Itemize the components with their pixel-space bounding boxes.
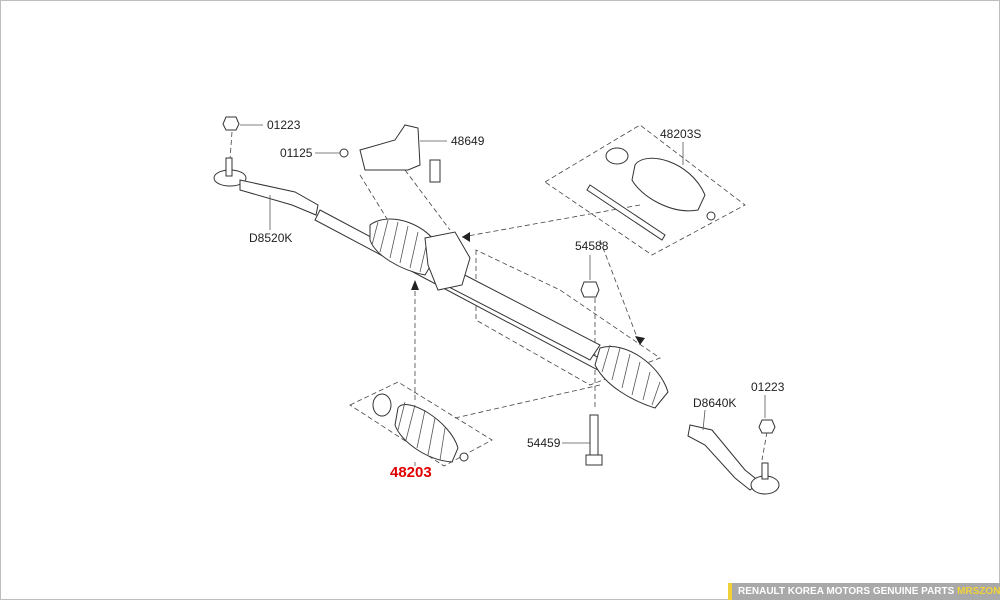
dashed-guide bbox=[461, 204, 641, 238]
label-boot-kit-right[interactable]: 48203S bbox=[660, 127, 701, 141]
nut-right bbox=[758, 419, 776, 434]
arrow-head bbox=[635, 336, 645, 345]
dashed-guide bbox=[359, 174, 401, 241]
tie-rod-end-left bbox=[213, 157, 319, 216]
footer-banner: RENAULT KOREA MOTORS GENUINE PARTS MRSZO… bbox=[728, 583, 1000, 600]
dashed-guide bbox=[229, 131, 233, 161]
label-nut-right[interactable]: 01223 bbox=[751, 380, 785, 394]
boot-kit-right-group bbox=[544, 124, 746, 256]
label-mount-nut[interactable]: 54588 bbox=[575, 239, 609, 253]
rack-boot-left bbox=[369, 218, 441, 276]
footer-text: RENAULT KOREA MOTORS GENUINE PARTS bbox=[738, 586, 955, 597]
footer-brand: MRSZONE bbox=[957, 586, 1000, 597]
label-small-bolt[interactable]: 01125 bbox=[280, 146, 313, 160]
nut-left bbox=[222, 116, 240, 131]
dashed-guide bbox=[761, 431, 768, 461]
dashed-guide bbox=[454, 384, 601, 419]
label-tie-rod-end-right[interactable]: D8640K bbox=[693, 396, 736, 410]
label-nut-left[interactable]: 01223 bbox=[267, 118, 301, 132]
boot-kit-right-parts bbox=[586, 147, 716, 241]
boot-kit-left-parts bbox=[372, 393, 469, 463]
pinion-shaft bbox=[429, 159, 441, 183]
rack-boot-right bbox=[594, 344, 669, 409]
dashed-guide bbox=[599, 239, 641, 346]
rack-mount-group bbox=[475, 249, 661, 386]
label-mount-bolt[interactable]: 54459 bbox=[527, 436, 561, 450]
label-boot-kit-left[interactable]: 48203 bbox=[390, 464, 432, 481]
tie-rod-end-right bbox=[687, 424, 780, 495]
dashed-guide bbox=[404, 169, 451, 231]
mount-nut bbox=[580, 281, 600, 298]
small-bolt bbox=[339, 148, 349, 158]
pinion-housing bbox=[424, 231, 471, 291]
boot-kit-left-group bbox=[349, 381, 493, 467]
arrow-head bbox=[411, 280, 419, 290]
arrow-head bbox=[462, 232, 470, 242]
label-tie-rod-end-left[interactable]: D8520K bbox=[249, 231, 292, 245]
heat-shield bbox=[359, 124, 421, 171]
mount-bolt bbox=[585, 414, 603, 466]
label-heat-shield[interactable]: 48649 bbox=[451, 134, 485, 148]
